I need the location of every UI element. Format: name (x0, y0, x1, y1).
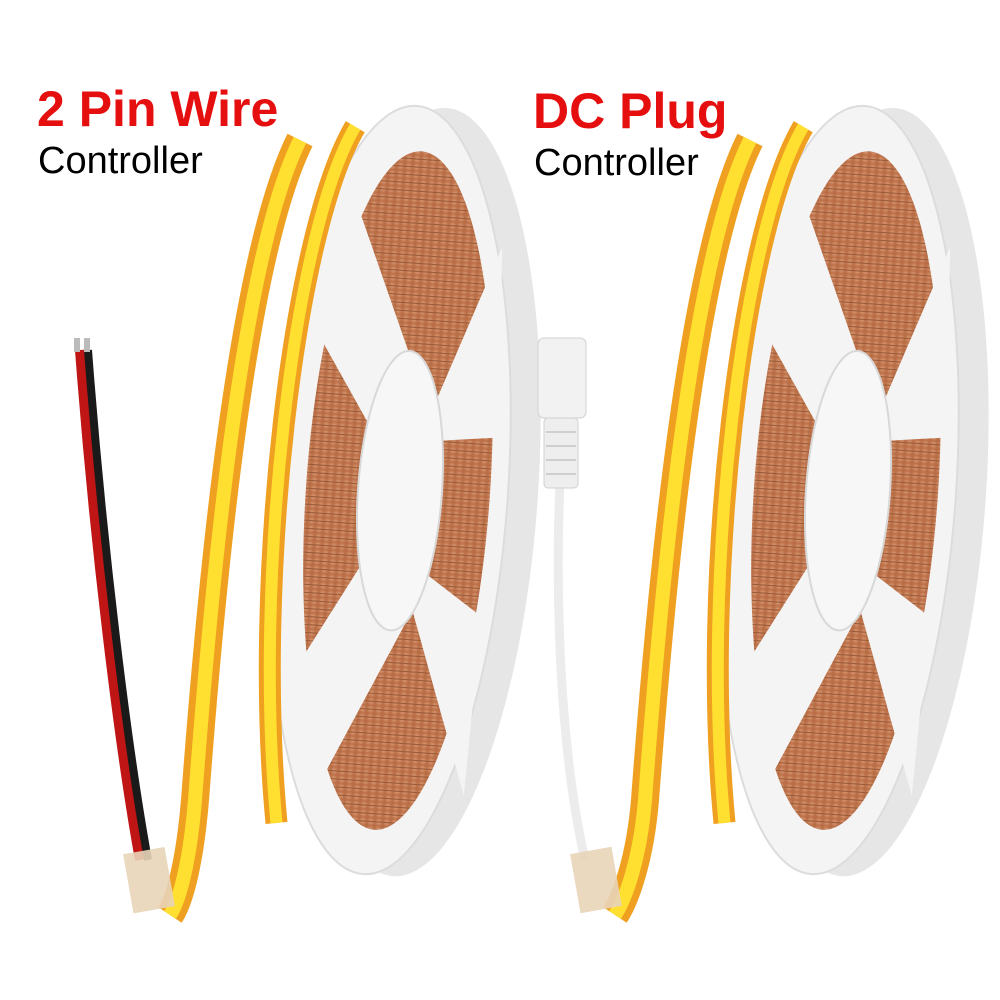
right-title: DC Plug (533, 83, 728, 139)
dc-plug (537, 337, 622, 914)
left-reel (245, 98, 564, 885)
left-strip-tail (157, 133, 313, 923)
left-subtitle: Controller (38, 140, 203, 182)
right-subtitle: Controller (534, 142, 699, 184)
right-strip-tail (603, 133, 763, 923)
right-reel (693, 98, 1000, 885)
two-pin-wire (74, 338, 175, 914)
left-title: 2 Pin Wire (37, 81, 279, 137)
